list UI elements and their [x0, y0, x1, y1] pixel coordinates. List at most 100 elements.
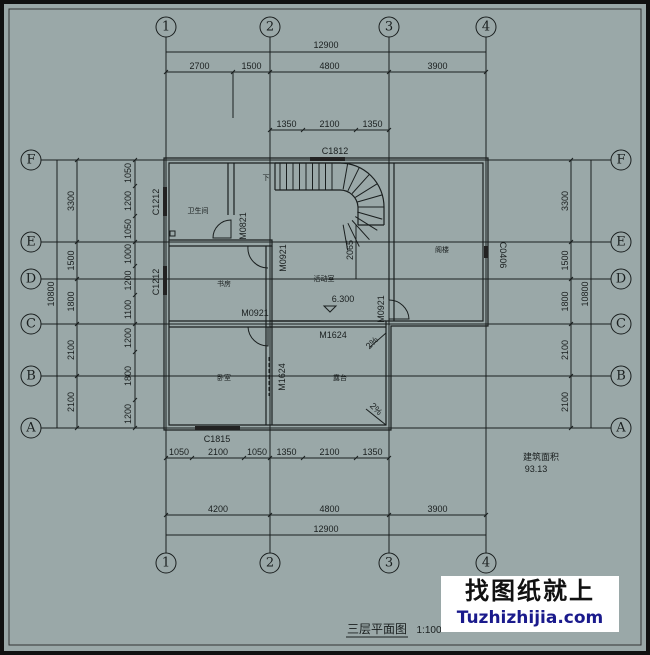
stair-tread	[354, 216, 378, 231]
dim-text: 1500	[241, 61, 261, 71]
dim-text: 1050	[123, 163, 133, 183]
label-c1212-b: C1212	[151, 269, 161, 296]
label-c1212-a: C1212	[151, 189, 161, 216]
dim-tick	[74, 239, 80, 245]
dim-top-total: 12900	[313, 40, 338, 50]
axis-label-col: 3	[385, 20, 393, 35]
slope-arrow-icon	[365, 408, 387, 426]
axis-label-row: B	[616, 369, 626, 384]
axis-bubble	[610, 149, 632, 171]
dim-text: 1200	[123, 328, 133, 348]
label-c1815: C1815	[204, 434, 231, 444]
axis-label-col: 3	[385, 556, 393, 571]
stair-tread	[357, 194, 383, 203]
axis-bubble	[20, 417, 42, 439]
stair-tread	[347, 222, 360, 247]
dim-text: 4800	[319, 504, 339, 514]
axis-label-col: 2	[266, 556, 274, 571]
dim-tick	[163, 69, 169, 75]
stair-down-label: 下	[263, 174, 270, 182]
dim-tick	[267, 512, 273, 518]
dim-text: 1200	[123, 404, 133, 424]
dim-text: 1500	[66, 250, 76, 270]
dim-right-total: 10800	[580, 281, 590, 306]
axis-bubble	[20, 365, 42, 387]
dim-tick	[386, 512, 392, 518]
dim-text: 2100	[319, 119, 339, 129]
dim-tick	[163, 455, 169, 461]
axis-label-row: E	[26, 235, 36, 250]
windows	[163, 157, 488, 430]
dim-tick	[189, 455, 195, 461]
dim-tick	[568, 239, 574, 245]
stair-tread	[351, 173, 370, 194]
room-study: 书房	[217, 279, 231, 288]
dim-tick	[568, 157, 574, 163]
dim-tick	[568, 276, 574, 282]
axis-bubble	[610, 365, 632, 387]
dim-text: 1350	[276, 447, 296, 457]
dim-tick	[568, 321, 574, 327]
axis-label-col: 1	[162, 556, 170, 571]
axis-bubble	[610, 313, 632, 335]
room-bedroom: 卧室	[217, 373, 231, 382]
dim-text: 1100	[123, 300, 133, 319]
room-bathroom: 卫生间	[188, 206, 209, 215]
area-value: 93.13	[525, 464, 548, 474]
axis-bubble	[20, 313, 42, 335]
axis-bubble	[155, 552, 177, 574]
window-c1212-a	[163, 187, 167, 216]
dim-text: 1500	[560, 250, 570, 270]
dim-tick	[74, 276, 80, 282]
dim-tick	[267, 127, 273, 133]
dim-text: 2100	[560, 392, 570, 412]
axis-bubble	[610, 268, 632, 290]
dim-tick	[386, 69, 392, 75]
axis-bubble	[378, 16, 400, 38]
dim-tick	[267, 69, 273, 75]
axis-bubble	[155, 16, 177, 38]
dim-tick	[300, 127, 306, 133]
dim-tick	[568, 373, 574, 379]
dim-text: 3900	[427, 504, 447, 514]
axis-bubble	[610, 417, 632, 439]
dim-text: 3300	[560, 191, 570, 211]
axis-bubble	[259, 552, 281, 574]
dim-tick	[386, 127, 392, 133]
label-m0921-b: M0921	[241, 308, 269, 318]
axis-label-row: B	[26, 369, 36, 384]
axis-label-row: E	[616, 235, 626, 250]
label-m1624-a: M1624	[319, 330, 347, 340]
label-m0921-c: M0921	[376, 295, 386, 323]
axis-label-row: C	[26, 317, 36, 332]
window-c1815	[195, 426, 240, 430]
label-c0406: C0406	[498, 242, 508, 269]
axis-bubble	[20, 268, 42, 290]
dim-text: 2100	[66, 340, 76, 360]
dim-text: 1350	[362, 119, 382, 129]
dim-text: 1200	[123, 191, 133, 211]
slope-a: 2%	[364, 335, 380, 351]
dim-text: 4200	[208, 504, 228, 514]
stair-tread	[342, 163, 349, 190]
dim-text: 3900	[427, 61, 447, 71]
dim-tick	[483, 69, 489, 75]
dim-tick	[132, 213, 138, 219]
label-m0921-a: M0921	[278, 244, 288, 272]
axis-bubble	[20, 149, 42, 171]
dim-tick	[132, 349, 138, 355]
dim-text: 1350	[362, 447, 382, 457]
dim-tick	[132, 183, 138, 189]
dim-tick	[74, 425, 80, 431]
dim-tick	[132, 263, 138, 269]
label-m0821: M0821	[238, 212, 248, 240]
dim-text: 1050	[169, 447, 189, 457]
watermark: 找图纸就上 Tuzhizhijia.com	[441, 576, 619, 632]
axis-label-col: 4	[482, 556, 490, 571]
dim-text: 1800	[66, 291, 76, 311]
dim-tick	[74, 373, 80, 379]
stair-tread	[351, 220, 370, 241]
